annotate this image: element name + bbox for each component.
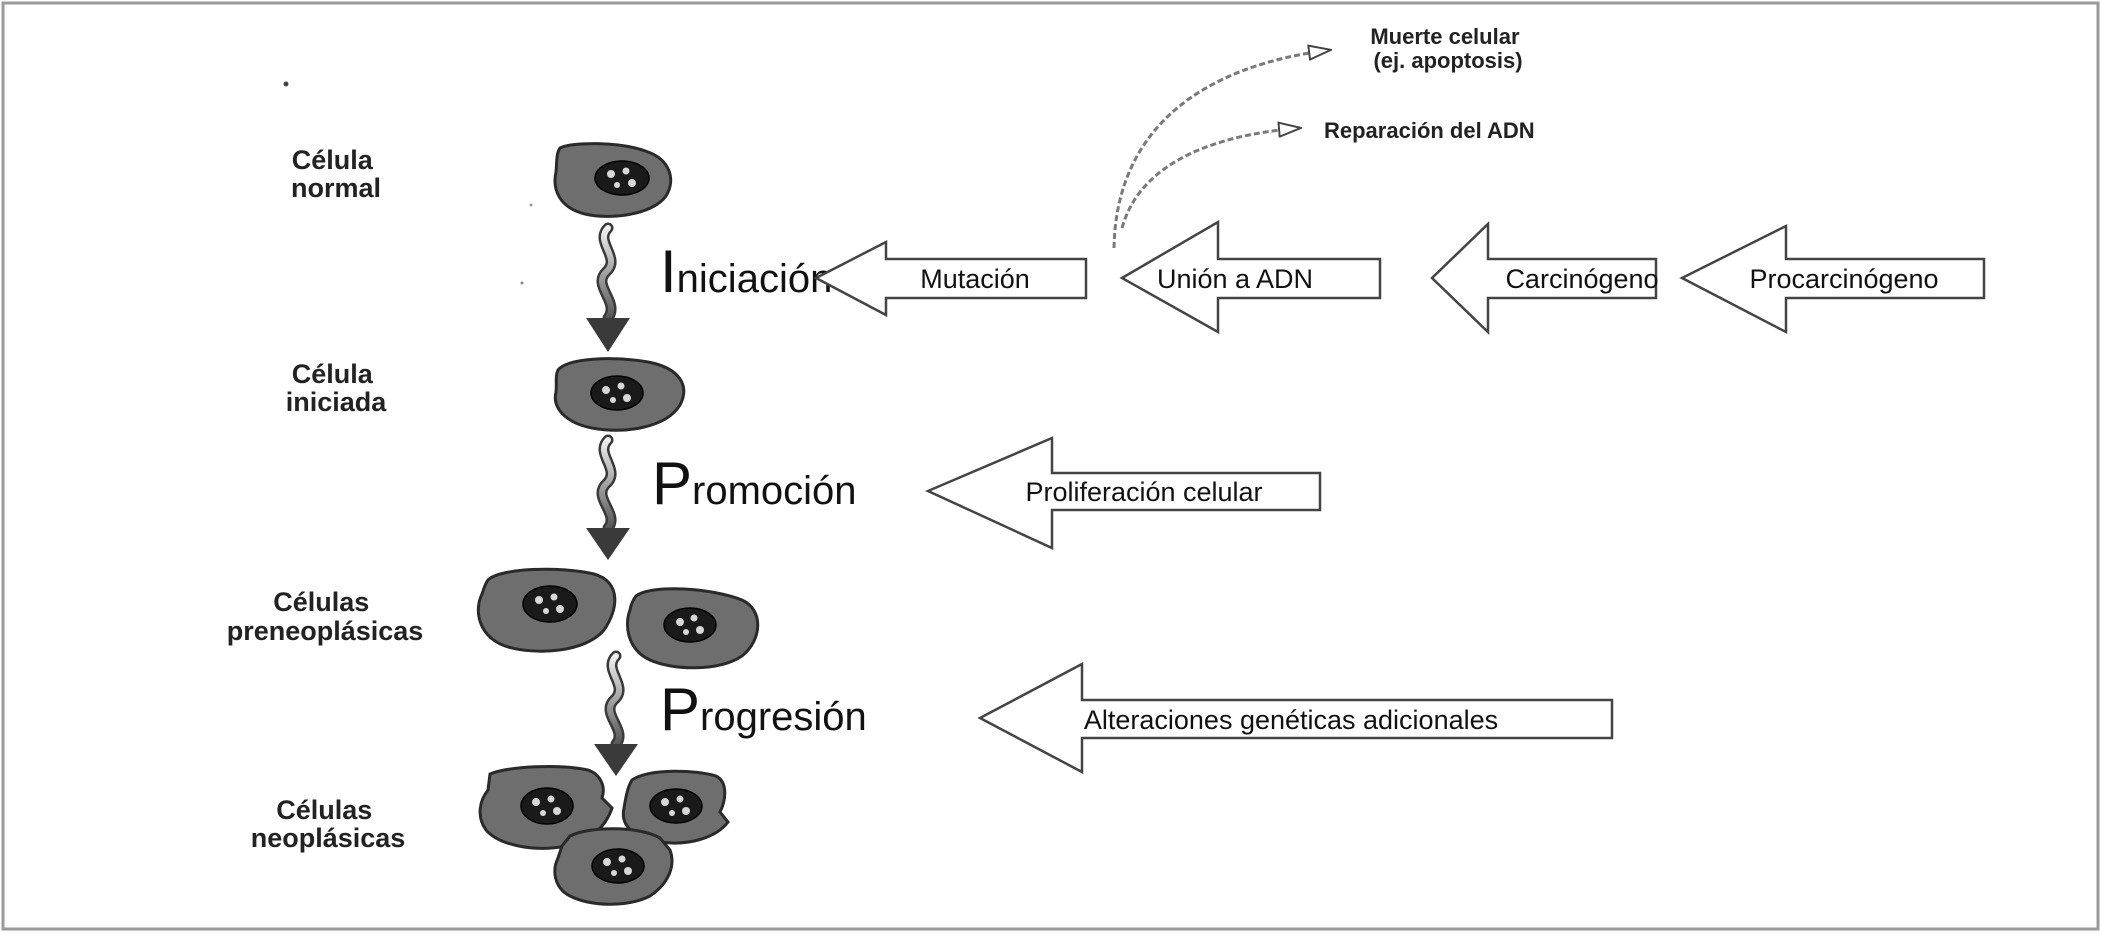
cell-normal [553, 142, 672, 218]
wavy-arrow-promotion [586, 434, 630, 560]
cell-label-normal: Célula normal [291, 145, 381, 203]
arrow-union-adn: Unión a ADN [1119, 219, 1382, 335]
wavy-arrow-progression [594, 650, 638, 776]
arrow-proliferacion-label: Proliferación celular [1025, 477, 1262, 507]
wavy-arrow-initiation [586, 222, 630, 352]
curved-arrow-muerte-celular [1112, 50, 1330, 249]
cell-initiated [553, 357, 686, 432]
cell-preneoplastic-right [626, 587, 760, 670]
stage-promotion: Promoción [652, 450, 857, 517]
cell-preneoplastic-left [476, 567, 617, 653]
outcome-muerte-celular: Muerte celular (ej. apoptosis) [1370, 24, 1525, 73]
arrow-carcinogeno: Carcinógeno [1430, 221, 1659, 335]
cell-label-initiated: Célula iniciada [286, 359, 388, 417]
arrow-alteraciones-geneticas: Alteraciones genéticas adicionales [977, 661, 1614, 775]
stage-initiation: Iniciación [660, 238, 832, 305]
arrow-proliferacion-celular: Proliferación celular [924, 436, 1322, 550]
cell-neoplastic-right [621, 769, 730, 845]
curved-arrow-reparacion-adn [1120, 128, 1300, 229]
stage-progression: Progresión [660, 676, 867, 743]
cell-label-preneoplastic: Células preneoplásicas [227, 587, 424, 646]
scan-speck [529, 203, 533, 207]
arrow-alteraciones-label: Alteraciones genéticas adicionales [1084, 705, 1498, 735]
arrow-carcinogeno-label: Carcinógeno [1505, 264, 1658, 294]
arrow-union-adn-label: Unión a ADN [1157, 264, 1313, 294]
arrow-procarcinogeno-label: Procarcinógeno [1749, 264, 1938, 294]
arrow-procarcinogeno: Procarcinógeno [1679, 223, 1986, 335]
cell-label-neoplastic: Células neoplásicas [251, 795, 406, 853]
scan-speck [283, 81, 289, 87]
scan-speck [520, 281, 524, 285]
outcome-reparacion-adn: Reparación del ADN [1324, 118, 1535, 143]
cell-neoplastic-bottom [553, 827, 674, 906]
cell-neoplastic-left [478, 765, 614, 850]
arrow-mutacion-label: Mutación [920, 264, 1030, 294]
arrow-mutacion: Mutación [813, 239, 1088, 318]
